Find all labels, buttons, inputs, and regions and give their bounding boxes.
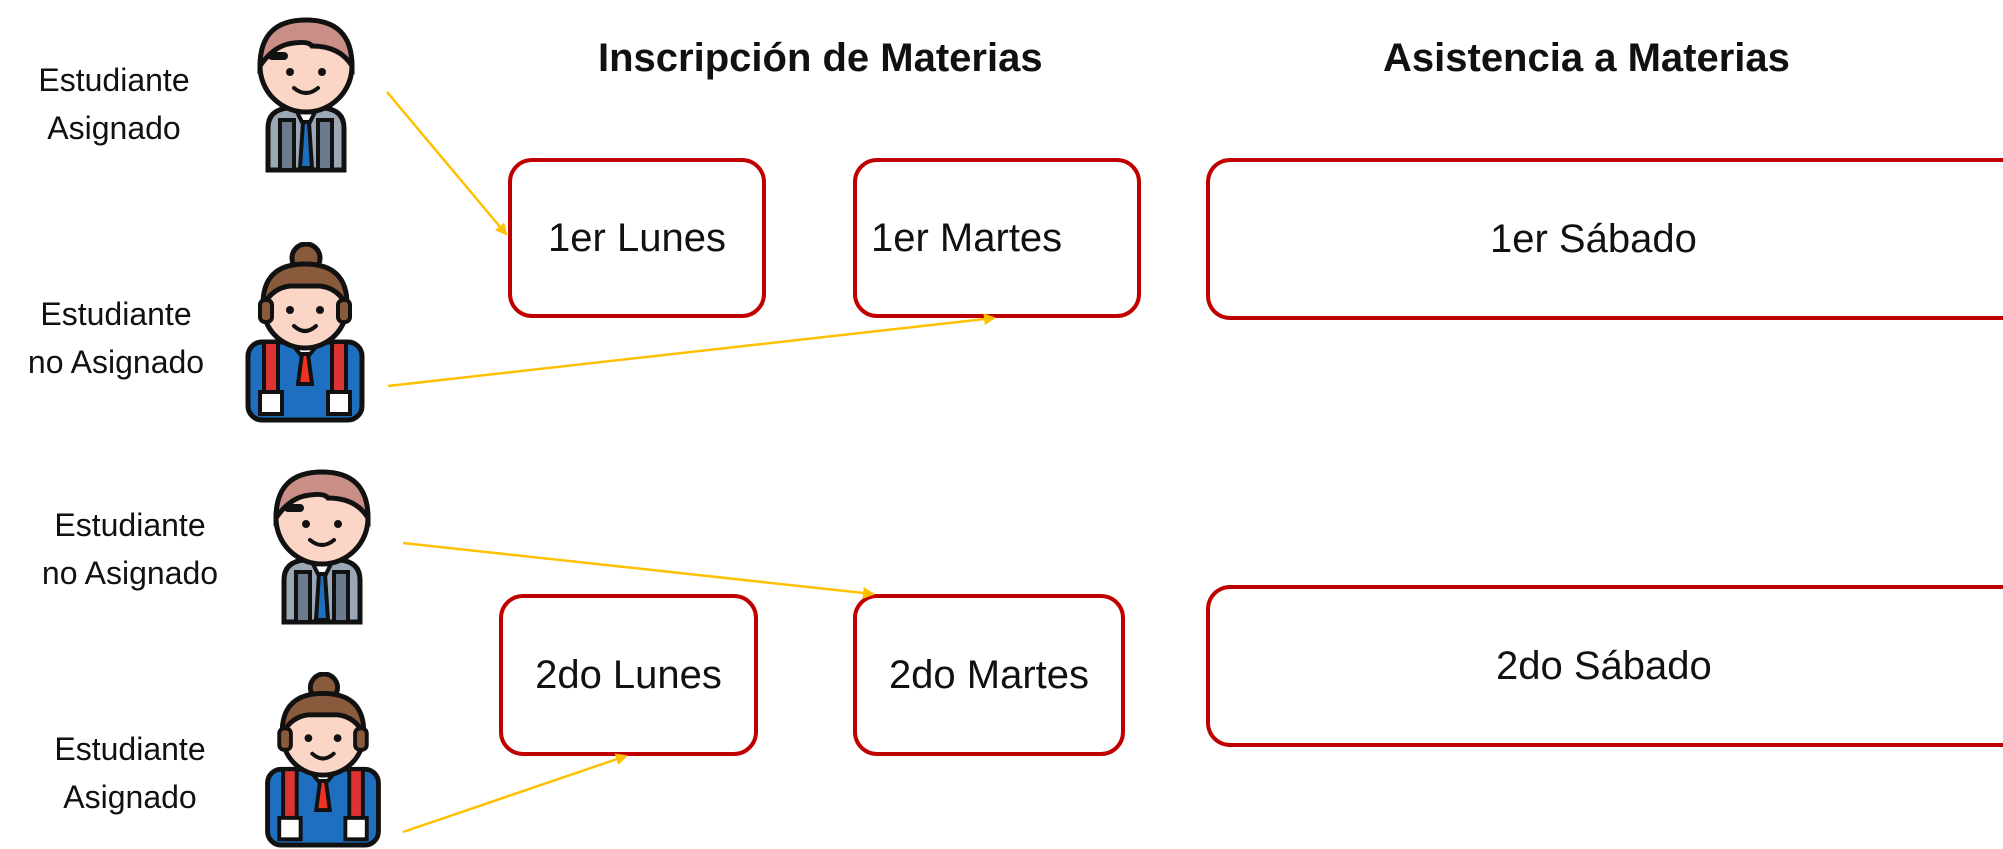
- girl-student-icon: [265, 672, 381, 848]
- student-label-line1: Estudiante: [40, 296, 192, 332]
- student-label-line1: Estudiante: [54, 507, 206, 543]
- boy-student-icon: [273, 469, 371, 625]
- boy-student-icon: [257, 17, 355, 173]
- student-label-4: Estudiante Asignado: [20, 725, 240, 821]
- slot-label: 1er Martes: [871, 215, 1063, 260]
- student-label-line1: Estudiante: [54, 731, 206, 767]
- slot-first-tuesday: 1er Martes: [853, 158, 1141, 318]
- student-label-2: Estudiante no Asignado: [6, 290, 226, 386]
- girl-student-icon: [245, 242, 365, 423]
- slot-first-saturday: 1er Sábado: [1206, 158, 2003, 320]
- arrow-student3-to-second-tuesday: [402, 541, 875, 599]
- slot-second-tuesday: 2do Martes: [853, 594, 1125, 756]
- slot-label: 1er Sábado: [1490, 216, 1697, 261]
- student-label-line2: no Asignado: [41, 555, 219, 591]
- arrow-student1-to-first-monday: [386, 91, 508, 236]
- slot-label: 2do Lunes: [535, 652, 722, 697]
- arrow-student4-to-second-monday: [402, 753, 628, 834]
- slot-second-monday: 2do Lunes: [499, 594, 758, 756]
- slot-label: 2do Martes: [888, 652, 1090, 697]
- student-label-line1: Estudiante: [38, 62, 190, 98]
- student-label-line2: Asignado: [47, 110, 181, 146]
- enrollment-heading: Inscripción de Materias: [598, 36, 1043, 80]
- arrow-student2-to-first-tuesday: [387, 313, 996, 388]
- student-label-line2: Asignado: [63, 779, 197, 815]
- student-label-1: Estudiante Asignado: [4, 56, 224, 152]
- slot-label: 2do Sábado: [1496, 643, 1712, 688]
- attendance-heading: Asistencia a Materias: [1383, 36, 1790, 80]
- student-label-line2: no Asignado: [27, 344, 205, 380]
- slot-second-saturday: 2do Sábado: [1206, 585, 2003, 747]
- slot-first-monday: 1er Lunes: [508, 158, 766, 318]
- slot-label: 1er Lunes: [548, 215, 726, 260]
- student-label-3: Estudiante no Asignado: [20, 501, 240, 597]
